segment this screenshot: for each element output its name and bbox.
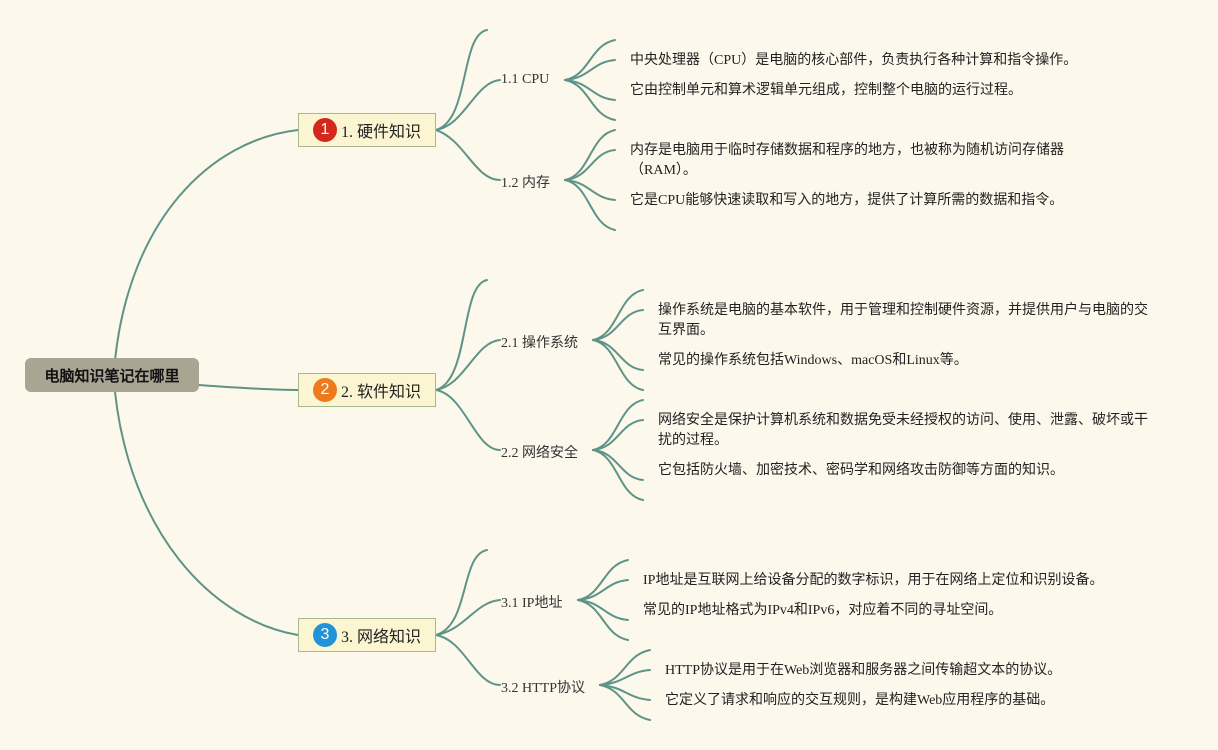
leaf-note[interactable]: 网络安全是保护计算机系统和数据免受未经授权的访问、使用、泄露、破坏或干扰的过程。 [658, 413, 1148, 448]
leaf-note[interactable]: 操作系统是电脑的基本软件，用于管理和控制硬件资源，并提供用户与电脑的交互界面。 [658, 303, 1148, 338]
leaf-note[interactable]: HTTP协议是用于在Web浏览器和服务器之间传输超文本的协议。 [665, 663, 1062, 678]
leaf-note[interactable]: 它包括防火墙、加密技术、密码学和网络攻击防御等方面的知识。 [658, 463, 1064, 478]
topic-software[interactable]: 2 2. 软件知识 [298, 373, 436, 407]
priority-2-icon: 2 [313, 378, 337, 402]
topic-label: 3. 网络知识 [341, 629, 422, 646]
leaf-note[interactable]: 中央处理器（CPU）是电脑的核心部件，负责执行各种计算和指令操作。 [630, 53, 1078, 68]
root-topic[interactable]: 电脑知识笔记在哪里 [25, 358, 199, 392]
leaf-note[interactable]: 它定义了请求和响应的交互规则，是构建Web应用程序的基础。 [665, 693, 1055, 708]
leaf-note[interactable]: 它是CPU能够快速读取和写入的地方，提供了计算所需的数据和指令。 [630, 193, 1064, 208]
subtopic-memory[interactable]: 1.2 内存 [501, 176, 550, 191]
link-root-topic1 [114, 129, 299, 361]
topic-label: 2. 软件知识 [341, 384, 422, 401]
topic-network[interactable]: 3 3. 网络知识 [298, 618, 436, 652]
subtopic-ip[interactable]: 3.1 IP地址 [501, 596, 563, 611]
subtopic-security[interactable]: 2.2 网络安全 [501, 446, 578, 461]
subtopic-os[interactable]: 2.1 操作系统 [501, 336, 578, 351]
subtopic-cpu[interactable]: 1.1 CPU [501, 72, 550, 87]
leaf-note[interactable]: 常见的IP地址格式为IPv4和IPv6，对应着不同的寻址空间。 [643, 603, 1003, 618]
leaf-note[interactable]: 内存是电脑用于临时存储数据和程序的地方，也被称为随机访问存储器（RAM）。 [630, 143, 1064, 178]
link-root-topic2 [198, 384, 299, 391]
priority-1-icon: 1 [313, 118, 337, 142]
link-root-topic3 [114, 391, 299, 636]
root-topic-label: 电脑知识笔记在哪里 [44, 366, 180, 385]
leaf-note[interactable]: IP地址是互联网上给设备分配的数字标识，用于在网络上定位和识别设备。 [643, 573, 1104, 588]
leaf-note[interactable]: 常见的操作系统包括Windows、macOS和Linux等。 [658, 353, 968, 368]
subtopic-http[interactable]: 3.2 HTTP协议 [501, 681, 585, 696]
priority-3-icon: 3 [313, 623, 337, 647]
topic-label: 1. 硬件知识 [341, 124, 422, 141]
topic-hardware[interactable]: 1 1. 硬件知识 [298, 113, 436, 147]
leaf-note[interactable]: 它由控制单元和算术逻辑单元组成，控制整个电脑的运行过程。 [630, 83, 1022, 98]
